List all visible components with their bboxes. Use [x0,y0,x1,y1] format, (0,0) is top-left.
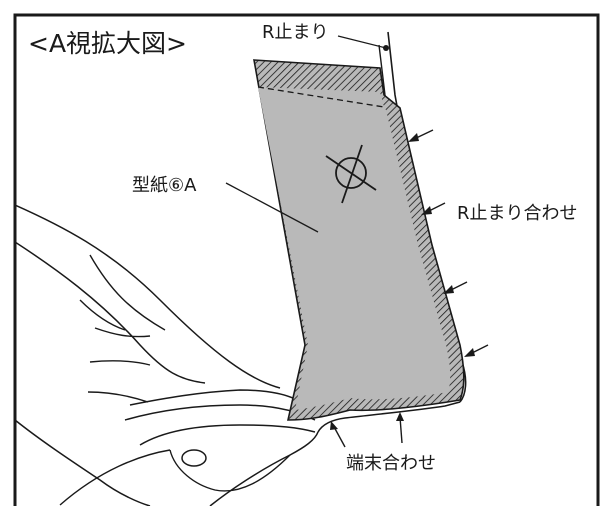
title-background [24,22,214,62]
body-panel-line [94,327,151,338]
arrow-icon [421,202,446,215]
body-panel-line [129,389,301,406]
body-panel-line [15,419,151,506]
body-panel-line [79,299,126,331]
body-panel-line [124,404,316,421]
body-panel-line [15,204,281,389]
arrow-icon [408,129,434,142]
body-panel-line [89,360,151,366]
r-stop-leader-line [337,35,387,49]
arrow-icon [443,281,468,294]
arrow-icon [464,344,489,357]
body-panel-line [169,449,291,492]
body-panel-line [139,424,316,446]
r-stop-label: R止まり [262,22,329,43]
crosshair-icon [325,144,377,204]
figure-title: <A視拡大図> [28,29,187,58]
body-panel-line [59,449,171,506]
pattern-leader-line [225,182,319,233]
body-panel-line [15,241,206,384]
fold-dashed-line [257,86,385,108]
arrow-icon [330,421,346,448]
r-stop-marker-dot [383,45,389,51]
body-panel-line [89,254,166,331]
pattern-6a-body [258,87,451,410]
body-edge-line [317,401,461,433]
arrow-icon [396,412,404,444]
body-panel-line [87,391,149,403]
end-align-label: 端末合わせ [346,453,436,474]
bolt-hole [181,449,207,467]
r-stop-align-label: R止まり合わせ [457,203,578,224]
body-panel-line [209,431,319,506]
figure-frame [13,13,600,506]
pattern-label: 型紙⑥A [132,175,197,196]
